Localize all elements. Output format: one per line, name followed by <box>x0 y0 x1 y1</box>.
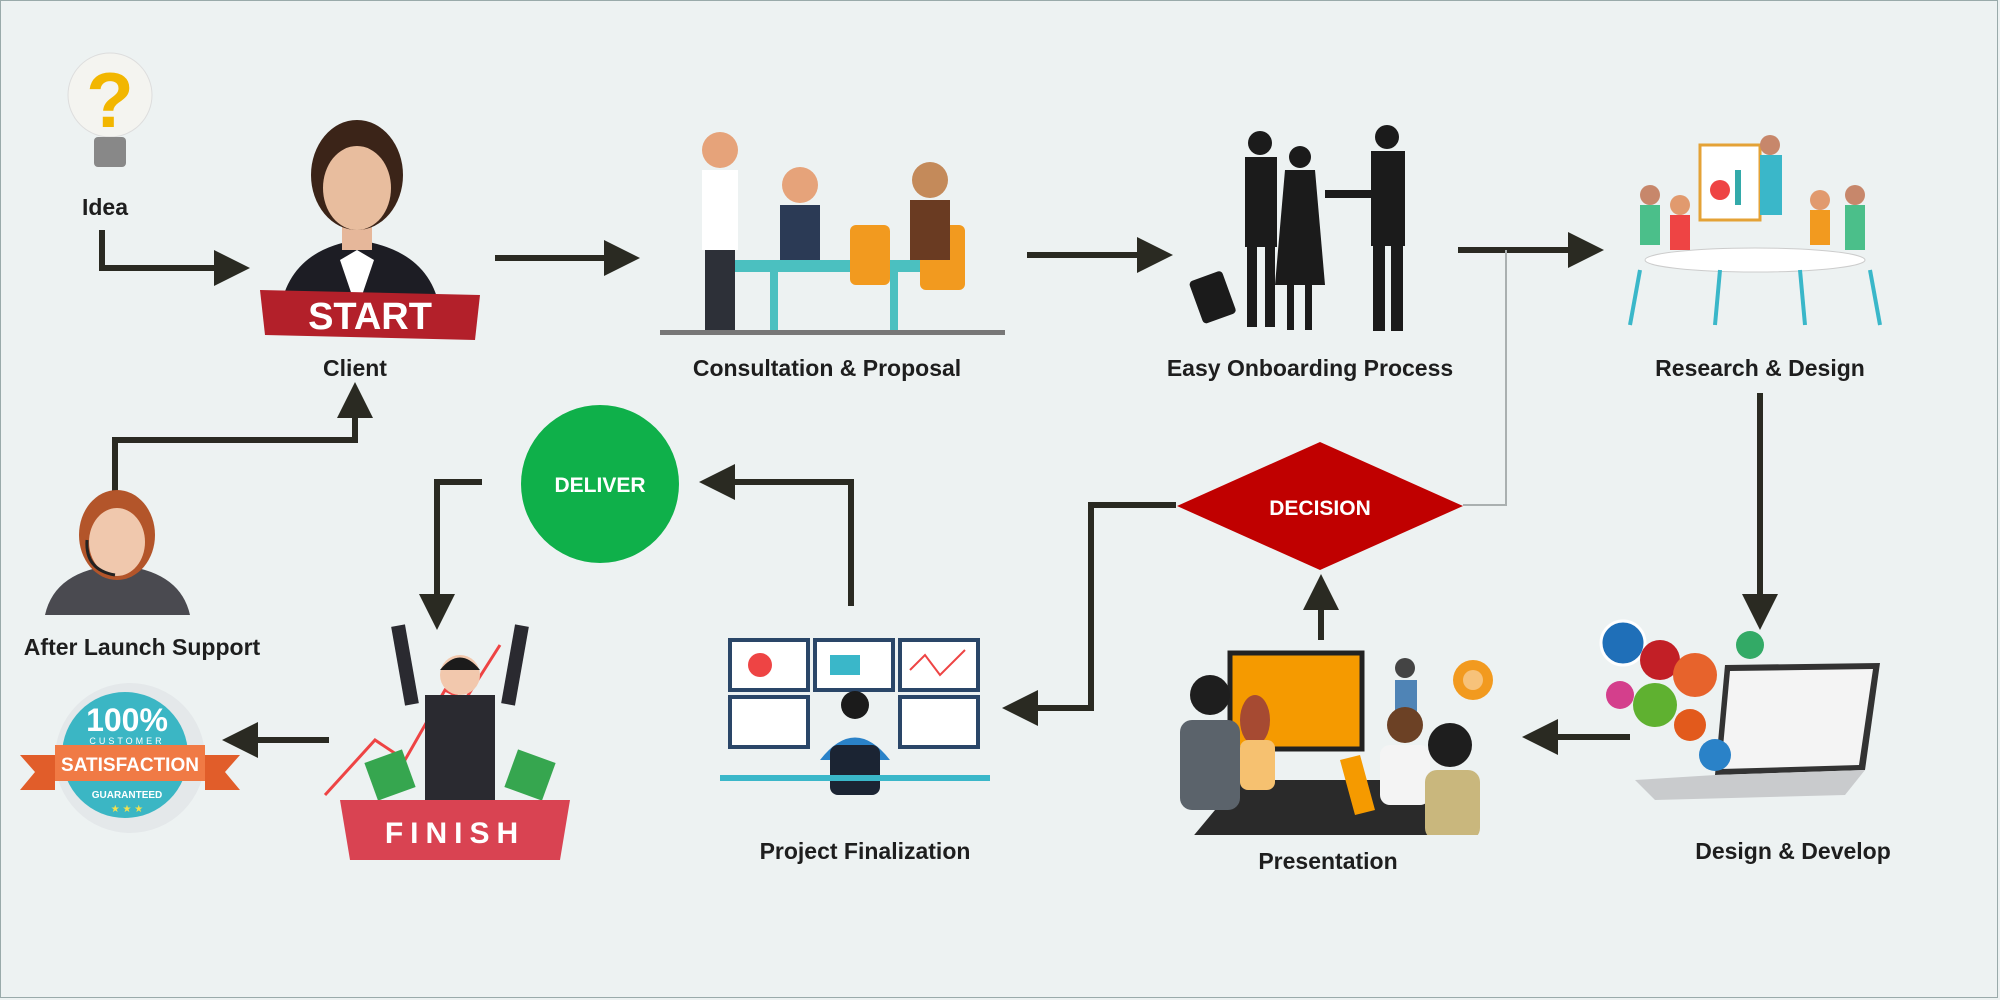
finish-celebration-illustration: FINISH <box>323 624 570 860</box>
arrow-idea-to-client <box>99 230 250 286</box>
consultation-meeting-illustration <box>660 132 1005 335</box>
deliver-node: DELIVER <box>521 405 679 563</box>
research-team-illustration <box>1628 135 1882 326</box>
onboarding-label: Easy Onboarding Process <box>1166 355 1454 381</box>
badge-satisfaction-text: SATISFACTION <box>61 755 199 776</box>
idea-label: Idea <box>81 194 129 220</box>
project-finalization-label: Project Finalization <box>759 838 971 864</box>
research-label: Research & Design <box>1655 355 1865 381</box>
decision-label: DECISION <box>1269 497 1371 520</box>
idea-lightbulb-icon: ? <box>67 52 153 167</box>
arrow-project-finalization-to-deliver <box>699 464 854 606</box>
badge-stars-icon: ★ ★ ★ <box>111 804 143 815</box>
design-develop-label: Design & Develop <box>1695 838 1891 864</box>
arrow-decision-to-project-finalization <box>1002 502 1176 726</box>
badge-customer-text: CUSTOMER <box>89 736 164 746</box>
finish-banner-text: FINISH <box>385 817 525 850</box>
project-finalization-monitors-illustration <box>720 638 990 795</box>
arrow-deliver-to-finish <box>419 479 482 630</box>
onboarding-handshake-illustration <box>1189 125 1405 331</box>
start-banner-text: START <box>308 296 432 338</box>
design-develop-laptop-illustration <box>1599 619 1880 800</box>
decision-node: DECISION <box>1177 442 1463 570</box>
start-banner: START <box>260 290 480 340</box>
presentation-label: Presentation <box>1258 848 1398 874</box>
consultation-label: Consultation & Proposal <box>692 355 962 381</box>
svg-text:?: ? <box>86 56 134 144</box>
deliver-label: DELIVER <box>554 474 645 497</box>
client-label: Client <box>323 355 387 381</box>
connector-onboarding-to-decision <box>1463 250 1507 506</box>
after-launch-support-label: After Launch Support <box>23 634 261 660</box>
support-agent-illustration <box>45 490 190 615</box>
satisfaction-guaranteed-badge: 100% CUSTOMER SATISFACTION GUARANTEED ★ … <box>20 683 240 833</box>
presentation-meeting-illustration <box>1180 650 1493 835</box>
arrow-support-to-client <box>112 382 373 491</box>
badge-guaranteed-text: GUARANTEED <box>92 790 163 801</box>
badge-percent-text: 100% <box>86 702 168 738</box>
